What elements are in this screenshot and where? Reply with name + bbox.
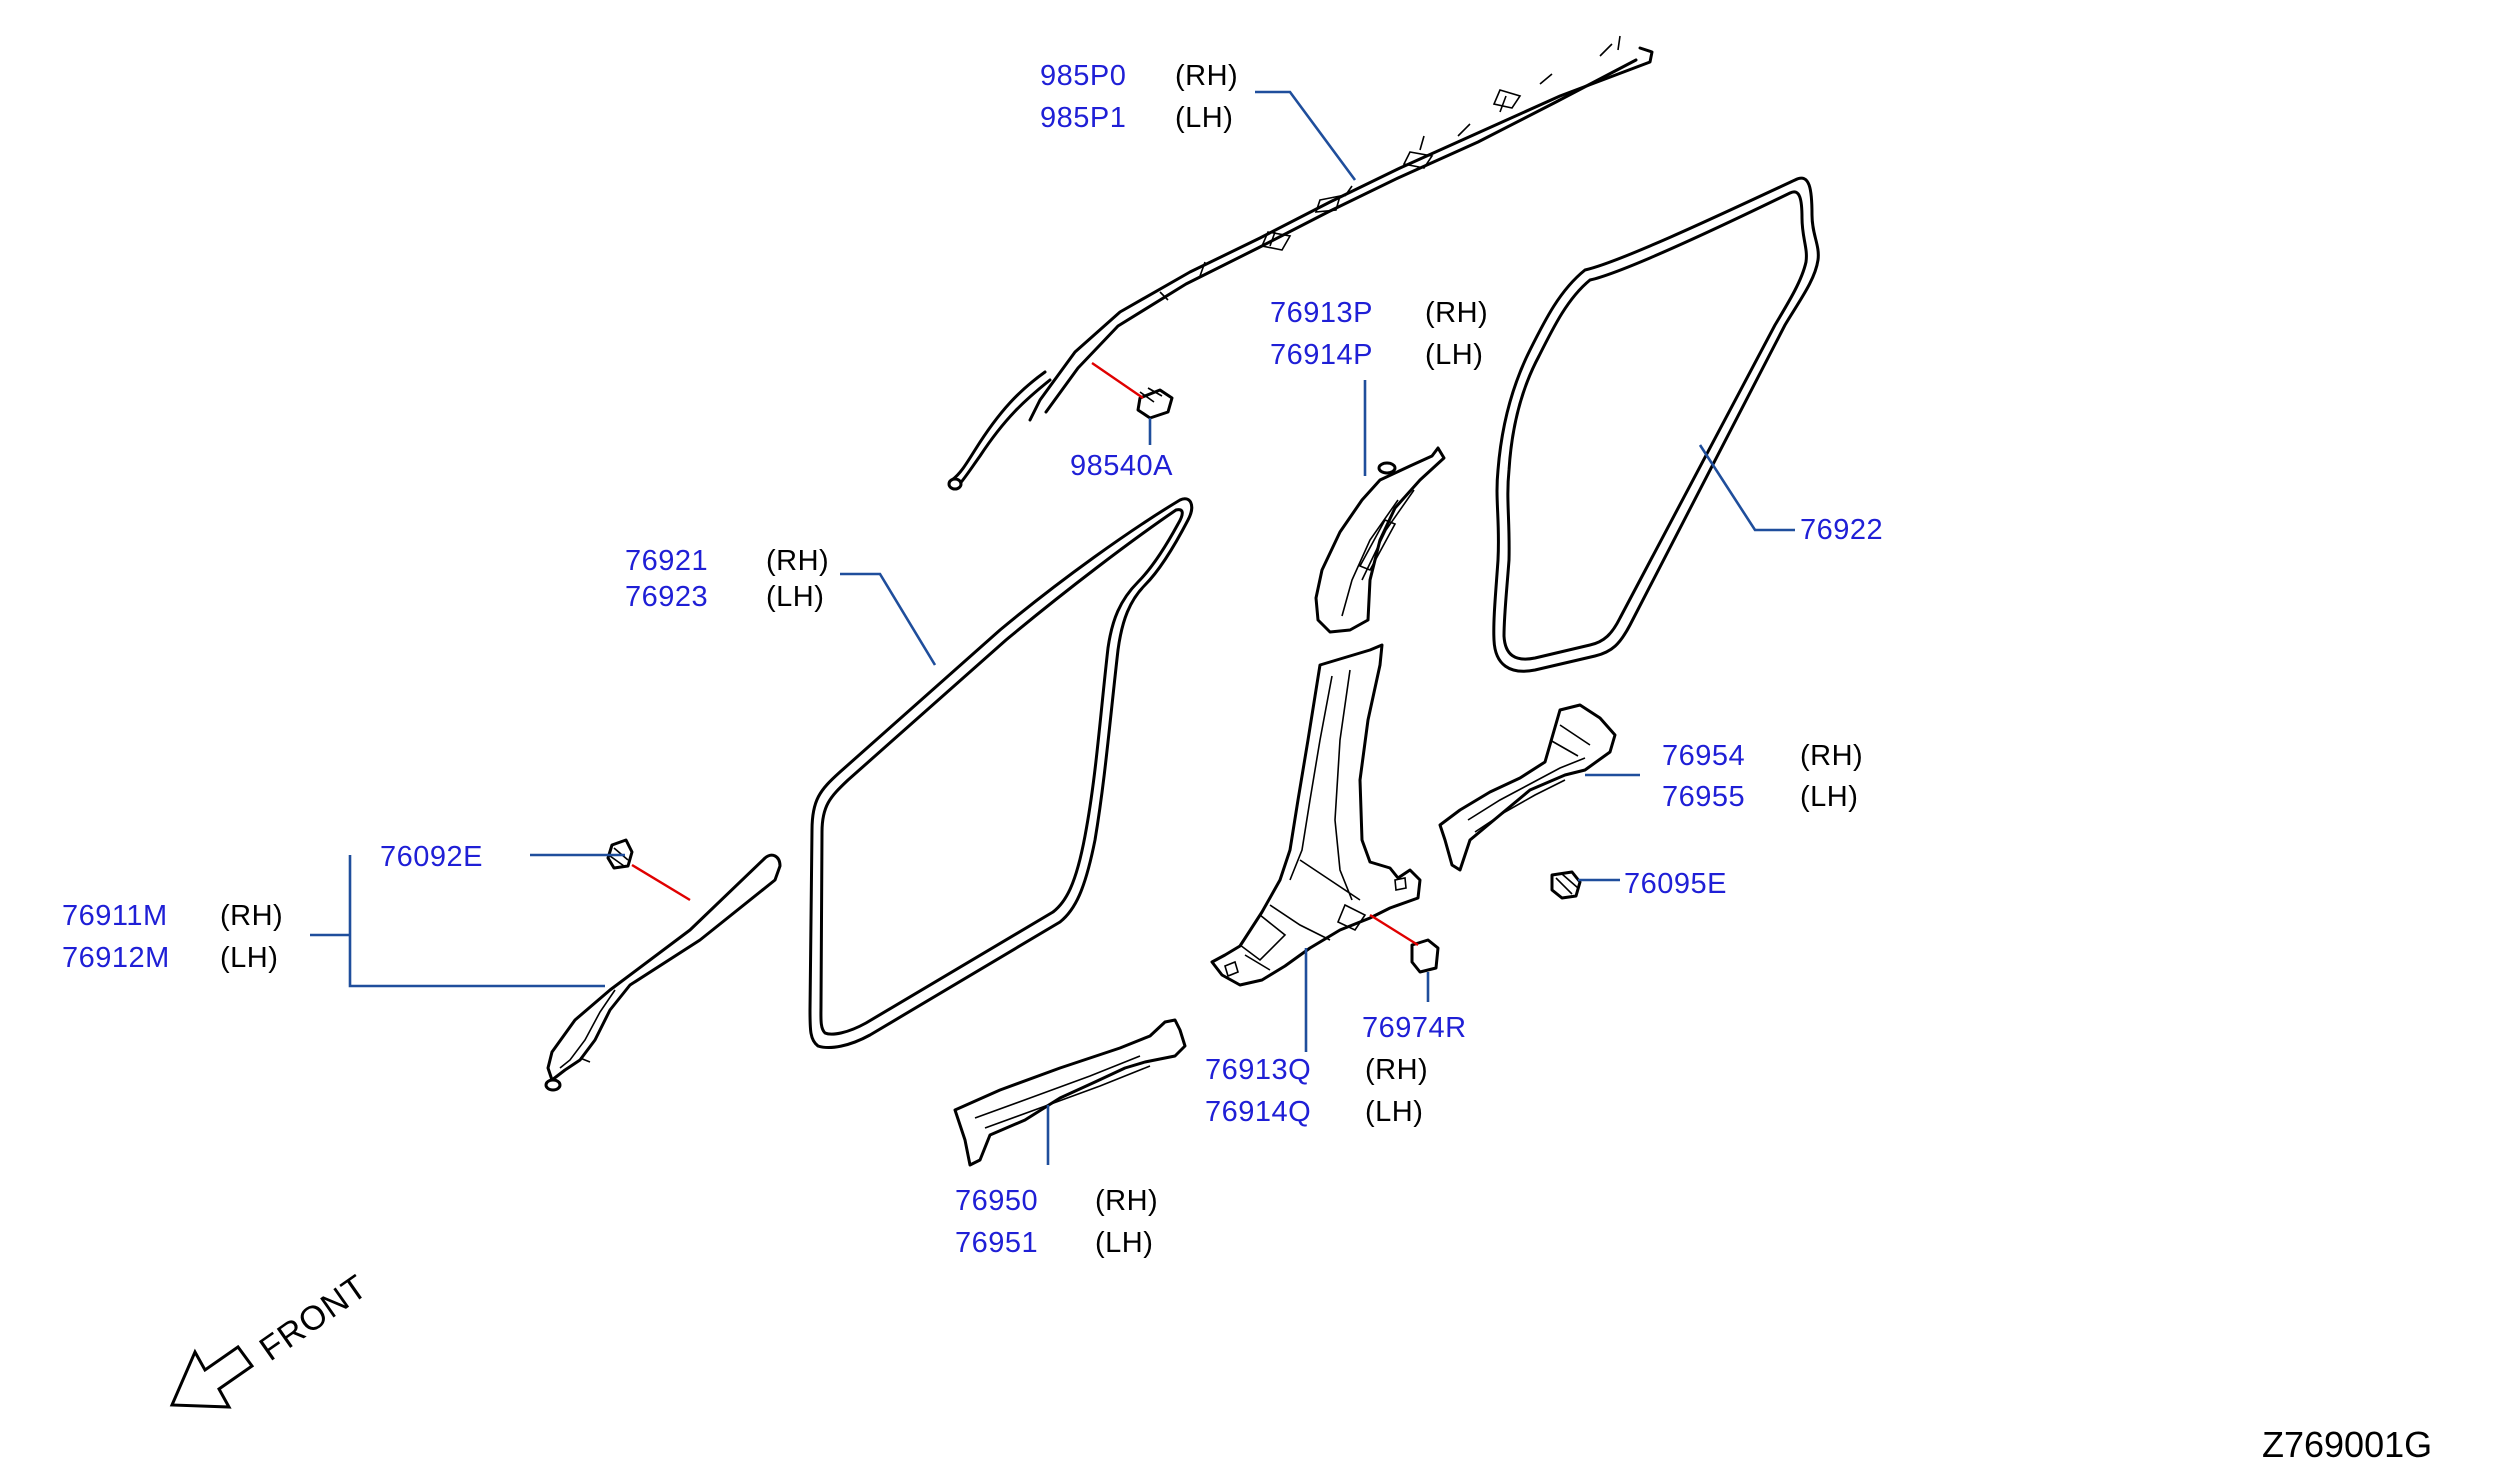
- side-lh: (LH): [1095, 1227, 1153, 1259]
- cover-76974r: [1410, 938, 1440, 974]
- front-door-weatherstrip: [808, 497, 1194, 1050]
- diagram-code: Z769001G: [2262, 1424, 2432, 1465]
- callout-airbag: 985P0 (RH) 985P1 (LH): [1040, 60, 1238, 134]
- side-rh: (RH): [1175, 60, 1238, 92]
- a-pillar-trim: [544, 853, 782, 1092]
- side-lh: (LH): [1425, 339, 1483, 371]
- part-number-76914q: 76914Q: [1205, 1096, 1311, 1128]
- part-number-76954: 76954: [1662, 740, 1745, 772]
- callout-front-kicking-plate: 76950 (RH) 76951 (LH): [955, 1185, 1158, 1259]
- curtain-airbag: [947, 35, 1654, 491]
- callout-b-pillar-lower: 76913Q (RH) 76914Q (LH): [1205, 1054, 1428, 1128]
- front-kicking-plate: [953, 1018, 1187, 1167]
- part-number-76912m: 76912M: [62, 942, 170, 974]
- callout-a-pillar: 76911M (RH) 76912M (LH): [62, 900, 283, 974]
- bolt-98540a: [1136, 387, 1174, 420]
- cover-connector-line: [1369, 913, 1419, 947]
- clip-76095e: [1550, 870, 1582, 900]
- part-number-76095e: 76095E: [1624, 868, 1727, 900]
- callout-clip-rear: 76095E: [1624, 868, 1727, 900]
- front-indicator: FRONT: [169, 1267, 375, 1409]
- bolt-connector-line: [1091, 362, 1144, 399]
- side-lh: (LH): [1800, 781, 1858, 813]
- side-lh: (LH): [1365, 1096, 1423, 1128]
- callout-rear-weatherstrip: 76922: [1800, 514, 1883, 546]
- part-number-985p1: 985P1: [1040, 102, 1126, 134]
- part-number-76951: 76951: [955, 1227, 1038, 1259]
- part-number-76914p: 76914P: [1270, 339, 1373, 371]
- part-number-76955: 76955: [1662, 781, 1745, 813]
- callout-bolt: 98540A: [1070, 450, 1173, 482]
- part-number-76911m: 76911M: [62, 900, 168, 932]
- callout-rear-kicking-plate: 76954 (RH) 76955 (LH): [1662, 740, 1863, 813]
- side-rh: (RH): [1800, 740, 1863, 772]
- side-rh: (RH): [1365, 1054, 1428, 1086]
- b-pillar-upper-trim: [1314, 446, 1446, 634]
- part-number-76950: 76950: [955, 1185, 1038, 1217]
- side-rh: (RH): [1095, 1185, 1158, 1217]
- side-lh: (LH): [766, 581, 824, 613]
- part-number-76921: 76921: [625, 545, 708, 577]
- callout-cover: 76974R: [1362, 1012, 1467, 1044]
- front-label: FRONT: [253, 1267, 375, 1368]
- clip-a-pillar-connector-line: [631, 863, 691, 902]
- part-number-76923: 76923: [625, 581, 708, 613]
- rear-door-weatherstrip: [1492, 176, 1820, 673]
- side-lh: (LH): [1175, 102, 1233, 134]
- part-number-76092e: 76092E: [380, 841, 483, 873]
- rear-kicking-plate: [1438, 703, 1617, 872]
- part-number-98540a: 98540A: [1070, 450, 1173, 482]
- front-arrow-icon: [169, 1344, 255, 1409]
- leader-lines: [310, 90, 1795, 1165]
- b-pillar-lower-trim: [1210, 643, 1422, 987]
- callout-clip-a-pillar: 76092E: [380, 841, 483, 873]
- part-number-76913q: 76913Q: [1205, 1054, 1311, 1086]
- part-number-76974r: 76974R: [1362, 1012, 1467, 1044]
- part-number-985p0: 985P0: [1040, 60, 1126, 92]
- side-lh: (LH): [220, 942, 278, 974]
- side-rh: (RH): [220, 900, 283, 932]
- part-number-76913p: 76913P: [1270, 297, 1373, 329]
- part-number-76922: 76922: [1800, 514, 1883, 546]
- side-rh: (RH): [766, 545, 829, 577]
- callout-b-pillar-upper: 76913P (RH) 76914P (LH): [1270, 297, 1488, 371]
- side-rh: (RH): [1425, 297, 1488, 329]
- callout-front-weatherstrip: 76921 (RH) 76923 (LH): [625, 545, 829, 613]
